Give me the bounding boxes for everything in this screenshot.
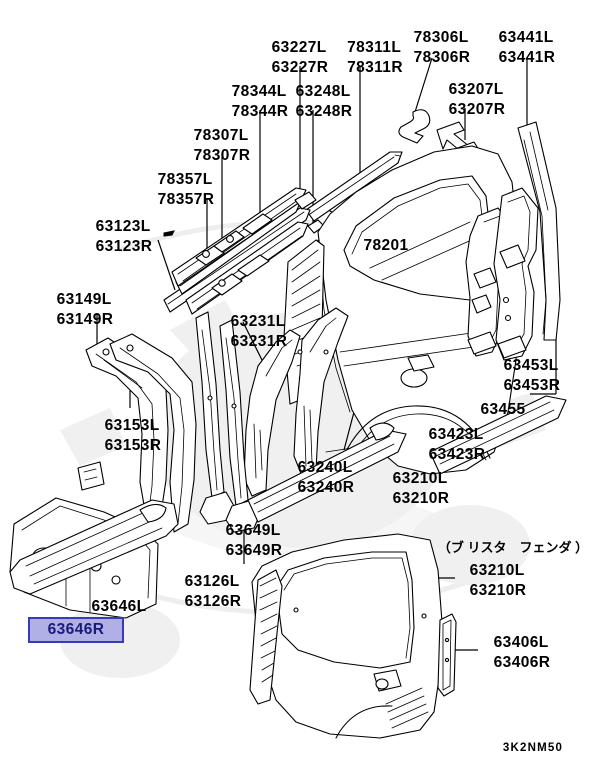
blister-fender-note: （ブ リスタ フェンダ ） <box>437 540 589 555</box>
part-number-line: 63646L <box>91 598 147 615</box>
part-number-line: 63207R <box>448 101 506 118</box>
part-number-label[interactable]: 78344L 78344R <box>232 82 289 122</box>
highlighted-part-label-wrapper[interactable]: 63646R <box>28 617 124 643</box>
highlighted-part-number: 63646R <box>47 621 105 638</box>
part-number-line: 78311R <box>347 59 403 76</box>
part-number-line: 63149R <box>56 311 114 328</box>
part-number-label[interactable]: 63455 <box>480 400 525 420</box>
rear-pillar-reinforcements <box>465 187 539 361</box>
part-number-line: 78306L <box>413 29 469 46</box>
part-number-line: 63231L <box>230 313 286 330</box>
part-number-label[interactable]: 63227L 63227R <box>272 38 329 78</box>
part-number-label[interactable]: 78201 <box>363 236 408 256</box>
part-number-line: 63649R <box>225 542 283 559</box>
part-number-line: 63406L <box>493 634 549 651</box>
part-number-line: 63423R <box>428 446 486 463</box>
part-number-line: 63248R <box>295 103 353 120</box>
part-number-label[interactable]: 63231L 63231R <box>231 312 288 352</box>
part-number-line: 63227R <box>271 59 329 76</box>
part-number-line: 78307R <box>193 147 251 164</box>
center-pillar-parts <box>243 307 349 497</box>
part-number-line: 63123R <box>95 238 153 255</box>
part-number-label[interactable]: 63207L 63207R <box>449 80 506 120</box>
part-number-line: 63149L <box>56 291 112 308</box>
part-number-label[interactable]: 63123L 63123R <box>96 217 153 257</box>
part-number-label[interactable]: 63210L 63210R <box>470 561 527 601</box>
part-number-label[interactable]: 63441L 63441R <box>499 28 556 68</box>
part-number-line: 78357R <box>157 191 215 208</box>
part-number-line: 63126R <box>184 593 242 610</box>
part-number-line: 63453R <box>503 377 561 394</box>
part-number-line: 78357L <box>157 171 213 188</box>
part-number-label[interactable]: 78307L 78307R <box>194 126 251 166</box>
b-pillar-members <box>195 311 261 533</box>
part-number-label[interactable]: 78306L 78306R <box>414 28 471 68</box>
part-number-line: 63423L <box>428 426 484 443</box>
part-number-line: 78307L <box>193 127 249 144</box>
part-number-label[interactable]: 63406L 63406R <box>494 633 551 673</box>
part-number-label[interactable]: 63646L <box>92 597 147 617</box>
part-number-line: 78344L <box>231 83 287 100</box>
part-number-line: 78306R <box>413 49 471 66</box>
highlighted-part-box[interactable]: 63646R <box>28 617 124 643</box>
part-number-line: 63126L <box>184 573 240 590</box>
part-number-line: 63453L <box>503 357 559 374</box>
part-number-line: 63210L <box>469 562 525 579</box>
side-rail-members <box>163 187 325 315</box>
part-number-label[interactable]: 78357L 78357R <box>158 170 215 210</box>
part-number-line: 78201 <box>363 237 409 254</box>
blister-fender-panel <box>249 533 457 739</box>
part-number-line: 63153L <box>104 417 160 434</box>
part-number-line: 63649L <box>225 522 281 539</box>
part-number-label[interactable]: 63153L 63153R <box>105 416 162 456</box>
part-number-label[interactable]: 63248L 63248R <box>296 82 353 122</box>
part-number-label[interactable]: 78311L 78311R <box>347 38 403 78</box>
part-number-line: 63455 <box>480 401 526 418</box>
part-number-label[interactable]: 63149L 63149R <box>57 290 114 330</box>
part-number-line: 63248L <box>295 83 351 100</box>
part-number-line: 63123L <box>95 218 151 235</box>
part-number-label[interactable]: 63649L 63649R <box>226 521 283 561</box>
rear-rocker-rails <box>247 395 567 523</box>
part-number-label[interactable]: 63126L 63126R <box>185 572 242 612</box>
part-number-line: 63207L <box>448 81 504 98</box>
part-number-label[interactable]: 63423L 63423R <box>429 425 486 465</box>
part-number-line: 63240R <box>297 479 355 496</box>
part-number-line: 63210R <box>469 582 527 599</box>
part-number-line: 63227L <box>271 39 327 56</box>
part-number-label[interactable]: 63240L 63240R <box>298 458 355 498</box>
part-number-label[interactable]: 63453L 63453R <box>504 356 561 396</box>
part-number-line: 63406R <box>493 654 551 671</box>
front-pillar-assembly <box>9 333 197 619</box>
part-number-line: 63441R <box>498 49 556 66</box>
sheet-code: 3K2NM50 <box>502 742 564 754</box>
part-number-line: 78311L <box>347 39 402 56</box>
part-number-line: 63441L <box>498 29 554 46</box>
part-number-line: 78344R <box>231 103 289 120</box>
part-number-line: 63210R <box>392 490 450 507</box>
part-number-line: 63153R <box>104 437 162 454</box>
part-number-line: 63210L <box>392 470 448 487</box>
part-number-label[interactable]: 63210L 63210R <box>393 469 450 509</box>
quarter-panel-assembly <box>317 145 521 475</box>
part-number-line: 63240L <box>297 459 353 476</box>
part-number-line: 63231R <box>230 333 288 350</box>
